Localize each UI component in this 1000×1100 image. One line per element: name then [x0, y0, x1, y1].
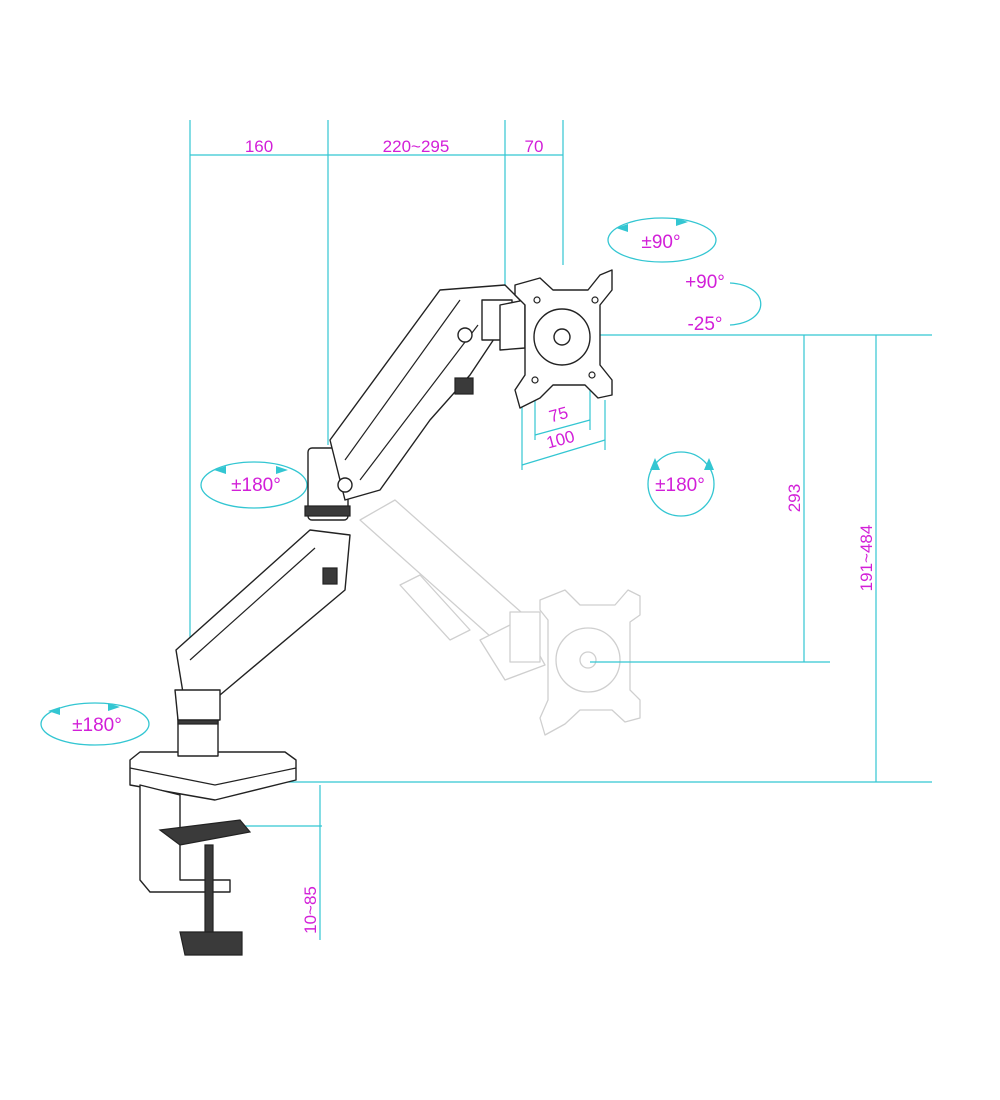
vesa-inner-label: 75: [547, 403, 570, 426]
pole: [177, 715, 219, 757]
tilt-up-label: +90°: [685, 272, 725, 293]
rotation-indicators: [40, 217, 762, 746]
height-travel-label: 293: [785, 484, 804, 512]
tilt-arc: [729, 282, 762, 326]
ghost-lowered-arm: [359, 499, 546, 681]
upper-arm: [329, 284, 521, 501]
clamp-thickness-label: 10~85: [301, 886, 320, 934]
top-rotation-ellipse: [607, 217, 717, 263]
vesa-plate[interactable]: [514, 269, 613, 409]
clamp-base: [129, 751, 297, 956]
elbow-rotation-ellipse: [200, 461, 308, 509]
dimension-labels: 160 220~295 70 75 100 293 191~484 10~85: [245, 137, 876, 934]
base-rotation-ellipse: [40, 702, 150, 746]
head-depth-label: 70: [525, 137, 544, 156]
arm-segment-2-label: 220~295: [383, 137, 450, 156]
head-swivel-ellipse: [647, 451, 715, 517]
elbow-rotation-label: ±180°: [231, 475, 281, 496]
dimension-lines: [189, 120, 932, 940]
top-rotation-label: ±90°: [641, 232, 680, 253]
base-rotation-label: ±180°: [72, 715, 122, 736]
head-swivel-label: ±180°: [655, 475, 705, 496]
rotation-labels: ±90° +90° -25° ±180° ±180° ±180°: [72, 232, 725, 736]
arm-segment-1-label: 160: [245, 137, 273, 156]
height-range-label: 191~484: [857, 525, 876, 592]
lower-arm: [174, 529, 351, 721]
tilt-down-label: -25°: [687, 314, 722, 335]
